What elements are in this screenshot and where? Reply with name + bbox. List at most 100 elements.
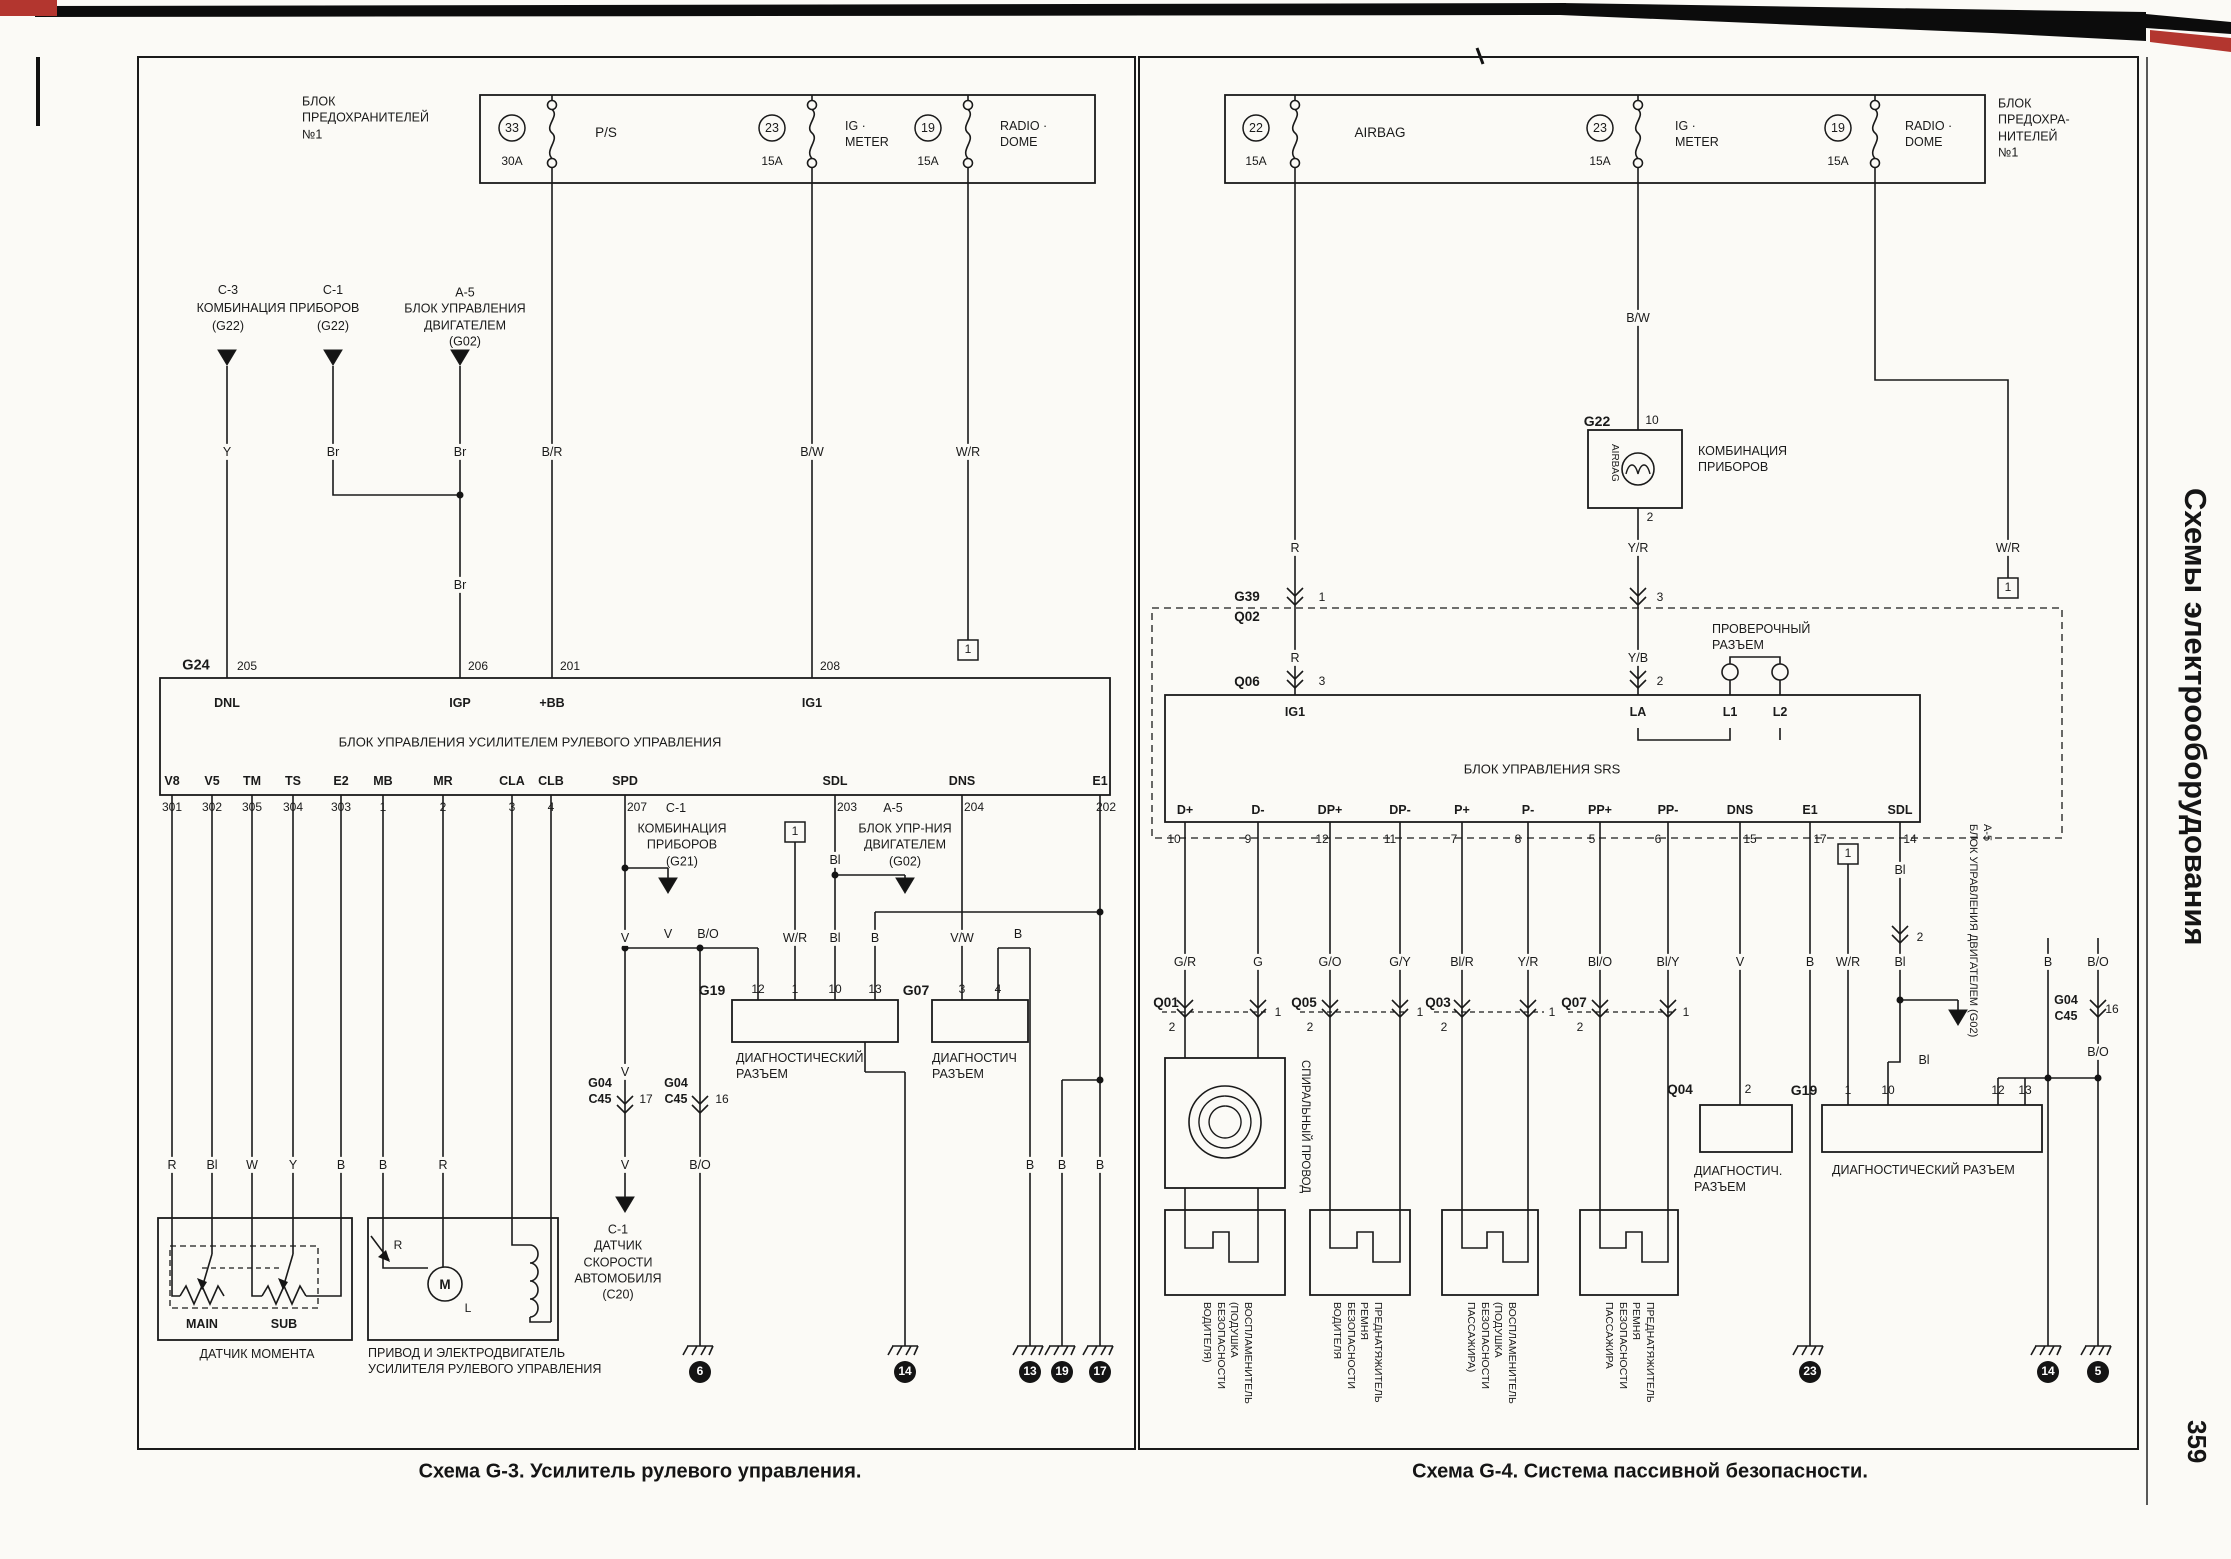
wire-color: V/W — [948, 929, 976, 947]
pin-name: CLB — [538, 773, 564, 788]
fuse-22-number: 22 — [1249, 120, 1263, 135]
fuse-19-rating: 15A — [1827, 154, 1849, 169]
caption-g3: Схема G-3. Усилитель рулевого управления… — [418, 1460, 862, 1483]
pin-name: DNS — [1726, 802, 1754, 817]
wire-color: Y/R — [1515, 953, 1541, 971]
pretensioner-driver-label: ПРЕДНАТЯЖИТЕЛЬ РЕМНЯ БЕЗОПАСНОСТИ ВОДИТЕ… — [1331, 1302, 1384, 1403]
pin-name: L2 — [1772, 704, 1788, 719]
inline-connector-ref: 1 — [964, 642, 972, 657]
connector-id-q01: Q01 — [1153, 995, 1179, 1011]
connector-id-g04-c45: G04 C45 — [664, 1075, 688, 1106]
connector-id-q02: Q02 — [1234, 609, 1260, 625]
pin-name: V8 — [164, 773, 180, 788]
pin-number: 12 — [1315, 832, 1329, 847]
pin-name: LA — [1629, 704, 1647, 719]
pin-number: 12 — [751, 982, 765, 997]
ground-number: 17 — [1093, 1364, 1107, 1379]
wire-color: Bl/Y — [1654, 953, 1682, 971]
torque-sensor-caption: ДАТЧИК МОМЕНТА — [199, 1346, 315, 1361]
g19-caption: ДИАГНОСТИЧЕСКИЙ РАЗЪЕМ — [736, 1050, 864, 1081]
pin-number: 4 — [994, 982, 1002, 997]
pot-main-label: MAIN — [186, 1316, 218, 1331]
pin-number: 9 — [1244, 832, 1252, 847]
pin-number: 201 — [559, 659, 581, 674]
wire-color: Bl — [1918, 1052, 1930, 1067]
pin-number: 14 — [1903, 832, 1917, 847]
wire-color: R — [165, 1156, 179, 1174]
ground-number: 6 — [696, 1364, 704, 1379]
connector-id-q07: Q07 — [1561, 995, 1587, 1011]
pin-number: 206 — [467, 659, 489, 674]
fuse-19-number: 19 — [1831, 120, 1845, 135]
pin-number: 305 — [241, 800, 263, 815]
pin-number: 1 — [1318, 590, 1326, 605]
wire-color: V — [618, 1063, 632, 1081]
wire-color: Bl — [827, 851, 843, 869]
fuse-ig-meter-name: IG · METER — [845, 118, 889, 149]
diagram-g3-art — [137, 56, 1136, 1450]
pin-number: 207 — [626, 800, 648, 815]
pin-number: 1 — [1548, 1005, 1556, 1020]
pin-number: 7 — [1450, 832, 1458, 847]
pin-number: 3 — [958, 982, 966, 997]
pin-number: 16 — [715, 1092, 729, 1107]
pin-name: SDL — [822, 773, 848, 788]
pin-number: 304 — [282, 800, 304, 815]
fuse-19-rating: 15A — [917, 154, 939, 169]
wire-color: B — [2041, 953, 2055, 971]
pin-number: 11 — [1383, 832, 1397, 847]
pin-name: D- — [1251, 802, 1265, 817]
pin-number: 202 — [1095, 800, 1117, 815]
pin-number: 301 — [161, 800, 183, 815]
pin-number: 8 — [1514, 832, 1522, 847]
pin-number: 1 — [1416, 1005, 1424, 1020]
pin-number: 15 — [1743, 832, 1757, 847]
pin-name: P- — [1521, 802, 1535, 817]
inline-connector-ref: 1 — [2004, 580, 2012, 595]
pot-sub-label: SUB — [270, 1316, 298, 1331]
pin-name: DNS — [948, 773, 976, 788]
ground-number: 14 — [2041, 1364, 2055, 1379]
unit-id-g24: G24 — [182, 657, 210, 674]
fuse-22-rating: 15A — [1245, 154, 1267, 169]
wire-color: G/O — [1316, 953, 1344, 971]
pin-number: 10 — [1167, 832, 1181, 847]
pin-name: MB — [373, 773, 393, 788]
ground-number: 5 — [2094, 1364, 2102, 1379]
connector-id-g39: G39 — [1234, 589, 1260, 605]
fuse-block-label: БЛОК ПРЕДОХРА- НИТЕЛЕЙ №1 — [1998, 96, 2070, 160]
connector-id-g04-c45: G04 C45 — [588, 1075, 612, 1106]
wire-color: Bl — [827, 929, 843, 947]
wire-color: B — [1803, 953, 1817, 971]
pin-name: DP+ — [1317, 802, 1343, 817]
wire-color: Br — [451, 576, 469, 594]
wire-color: Bl — [204, 1156, 220, 1174]
pin-number: 10 — [1645, 413, 1659, 428]
wire-color: Y — [220, 443, 234, 461]
wire-color: B — [376, 1156, 390, 1174]
pin-name: SPD — [612, 773, 638, 788]
wire-color: W/R — [1993, 539, 2023, 557]
wire-color: Bl — [1892, 861, 1908, 879]
pin-name: DNL — [214, 695, 240, 710]
pin-name: PP- — [1657, 802, 1679, 817]
motor-caption: ПРИВОД И ЭЛЕКТРОДВИГАТЕЛЬ УСИЛИТЕЛЯ РУЛЕ… — [368, 1345, 602, 1376]
pin-name: TM — [242, 773, 262, 788]
fuse-33-number: 33 — [505, 120, 519, 135]
connector-g22-ref-1: (G22) — [212, 318, 244, 333]
unit-title: БЛОК УПРАВЛЕНИЯ УСИЛИТЕЛЕМ РУЛЕВОГО УПРА… — [338, 734, 722, 750]
wire-color: B — [1093, 1156, 1107, 1174]
connector-c1-cluster: C-1 — [665, 800, 687, 815]
q04-caption: ДИАГНОСТИЧ. РАЗЪЕМ — [1694, 1163, 1783, 1194]
pin-name: CLA — [499, 773, 525, 788]
connector-id-q03: Q03 — [1425, 995, 1451, 1011]
squib-passenger-airbag-label: ВОСПЛАМЕНИТЕЛЬ (ПОДУШКА БЕЗОПАСНОСТИ ПАС… — [1465, 1302, 1518, 1404]
pin-name: E2 — [333, 773, 349, 788]
wire-color: B/W — [798, 443, 826, 461]
wire-color: Bl — [1892, 953, 1908, 971]
fuse-23-rating: 15A — [761, 154, 783, 169]
wire-color: W/R — [780, 929, 810, 947]
wire-color: R — [436, 1156, 450, 1174]
unit-id-g22: G22 — [1583, 412, 1611, 429]
